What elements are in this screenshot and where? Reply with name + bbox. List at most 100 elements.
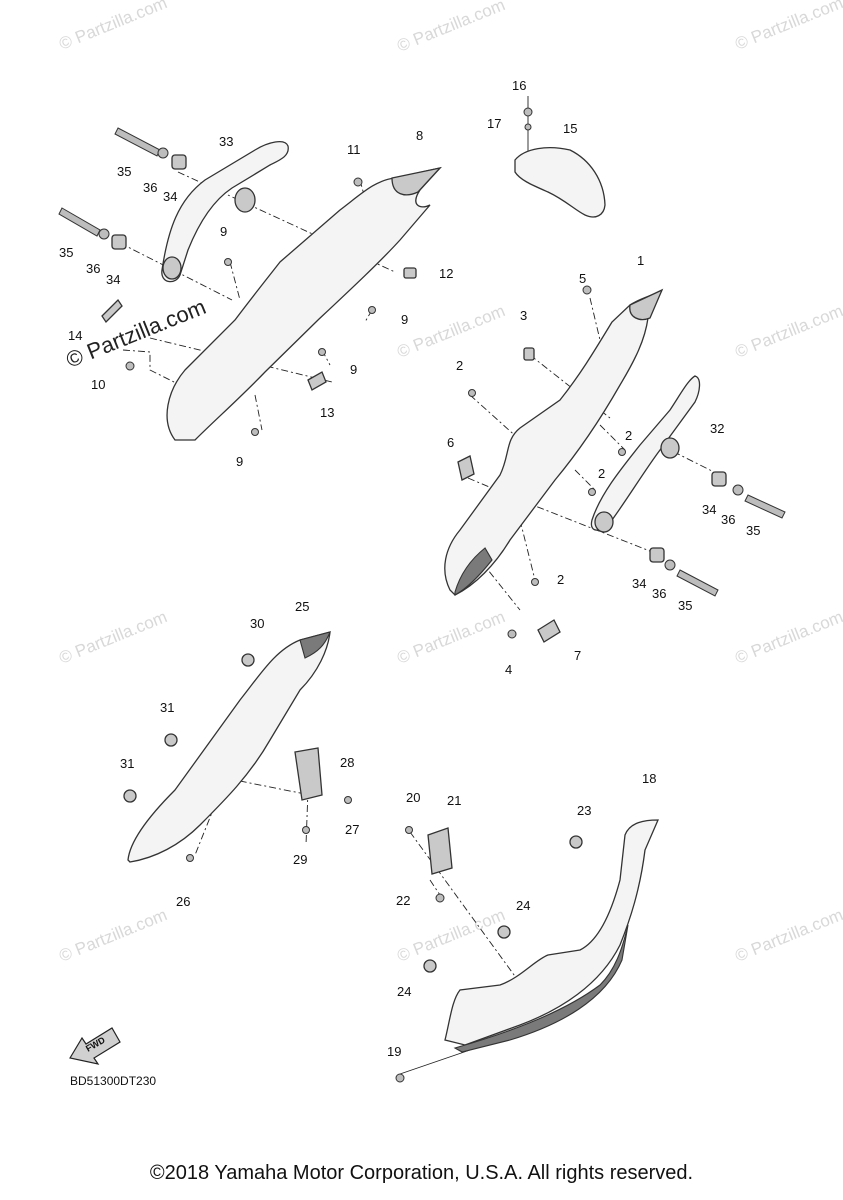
grab-bar-mount-boss xyxy=(594,511,614,533)
callout-15: 15 xyxy=(563,121,577,136)
diagram-code: BD51300DT230 xyxy=(70,1074,157,1088)
side-panel-tip xyxy=(299,631,331,659)
grommet-icon xyxy=(523,347,535,361)
grab-bar-mount-boss xyxy=(234,187,256,213)
callout-11: 11 xyxy=(347,142,361,157)
callout-labels: 1 2 2 2 2 3 4 5 6 7 8 9 9 9 9 10 11 12 1… xyxy=(59,78,760,1059)
callout-6: 6 xyxy=(447,435,454,450)
watermark: © Partzilla.com xyxy=(56,905,169,966)
callout-34: 34 xyxy=(106,272,120,287)
screw-icon xyxy=(395,1073,405,1083)
screw-icon xyxy=(507,629,517,639)
under-cowl-edge xyxy=(453,924,629,1053)
screw-icon xyxy=(251,428,259,436)
callout-2: 2 xyxy=(598,466,605,481)
callout-7: 7 xyxy=(574,648,581,663)
callout-8: 8 xyxy=(416,128,423,143)
collar-icon xyxy=(171,154,187,170)
callout-18: 18 xyxy=(642,771,656,786)
callout-36: 36 xyxy=(721,512,735,527)
grommet-icon xyxy=(403,267,417,279)
clip-icon xyxy=(457,455,475,481)
bracket-icon xyxy=(294,747,323,801)
callout-23: 23 xyxy=(577,803,591,818)
callout-34: 34 xyxy=(163,189,177,204)
callout-35: 35 xyxy=(117,164,131,179)
callout-27: 27 xyxy=(345,822,359,837)
callout-17: 17 xyxy=(487,116,501,131)
screw-icon xyxy=(125,361,135,371)
screw-icon xyxy=(405,826,413,834)
side-cover-tip xyxy=(629,288,664,321)
callout-9: 9 xyxy=(220,224,227,239)
callout-30: 30 xyxy=(250,616,264,631)
bolt-icon xyxy=(114,127,161,157)
cowl-part-15 xyxy=(514,147,606,218)
callout-33: 33 xyxy=(219,134,233,149)
bolt-icon xyxy=(676,569,719,597)
watermark: © Partzilla.com xyxy=(394,905,507,966)
callout-19: 19 xyxy=(387,1044,401,1059)
screw-icon xyxy=(302,826,310,834)
callout-36: 36 xyxy=(652,586,666,601)
bolt-icon xyxy=(744,494,786,519)
callout-34: 34 xyxy=(702,502,716,517)
lower-side-panel-assembly xyxy=(123,631,352,863)
screw-icon xyxy=(186,854,194,862)
right-side-cover-assembly xyxy=(444,285,786,643)
rear-cowl-assembly xyxy=(514,96,606,218)
fwd-arrow-icon xyxy=(69,1027,121,1065)
callout-2: 2 xyxy=(557,572,564,587)
watermark: © Partzilla.com xyxy=(732,905,843,966)
grab-bar-mount-boss xyxy=(162,256,182,280)
callout-26: 26 xyxy=(176,894,190,909)
screw-icon xyxy=(435,893,445,903)
watermark: © Partzilla.com xyxy=(394,301,507,362)
callout-28: 28 xyxy=(340,755,354,770)
callout-31: 31 xyxy=(160,700,174,715)
callout-34: 34 xyxy=(632,576,646,591)
screw-icon xyxy=(468,389,476,397)
side-cover-edge xyxy=(454,547,493,596)
label-icon xyxy=(101,298,123,324)
callout-36: 36 xyxy=(86,261,100,276)
washer-icon xyxy=(157,147,169,159)
callout-31: 31 xyxy=(120,756,134,771)
collar-icon xyxy=(711,471,727,487)
grommet-icon xyxy=(123,789,137,803)
watermark-prominent: © Partzilla.com xyxy=(63,294,210,373)
callout-2: 2 xyxy=(456,358,463,373)
side-cover-tip xyxy=(391,166,442,196)
callout-14: 14 xyxy=(68,328,82,343)
grab-bar-mount-boss xyxy=(660,437,680,459)
callout-35: 35 xyxy=(59,245,73,260)
grommet-icon xyxy=(164,733,178,747)
under-cowl-part-18 xyxy=(444,819,659,1046)
callout-2: 2 xyxy=(625,428,632,443)
callout-24: 24 xyxy=(397,984,411,999)
screw-icon xyxy=(353,177,363,187)
callout-22: 22 xyxy=(396,893,410,908)
washer-icon xyxy=(732,484,744,496)
under-cowl-assembly xyxy=(395,819,659,1083)
screw-icon xyxy=(582,285,592,295)
left-side-cover-assembly xyxy=(58,127,442,441)
callout-21: 21 xyxy=(447,793,461,808)
washer-icon xyxy=(98,228,110,240)
screw-icon xyxy=(318,348,326,356)
bracket-icon xyxy=(427,827,453,875)
label-icon xyxy=(537,619,561,643)
grommet-icon xyxy=(497,925,511,939)
screw-icon xyxy=(523,107,533,117)
collar-icon xyxy=(111,234,127,250)
callout-32: 32 xyxy=(710,421,724,436)
callout-4: 4 xyxy=(505,662,512,677)
screw-icon xyxy=(344,796,352,804)
side-panel-part-25 xyxy=(127,631,331,863)
bolt-icon xyxy=(58,207,101,237)
callout-35: 35 xyxy=(746,523,760,538)
callout-9: 9 xyxy=(350,362,357,377)
callout-13: 13 xyxy=(320,405,334,420)
screw-icon xyxy=(618,448,626,456)
watermark: © Partzilla.com xyxy=(56,607,169,668)
